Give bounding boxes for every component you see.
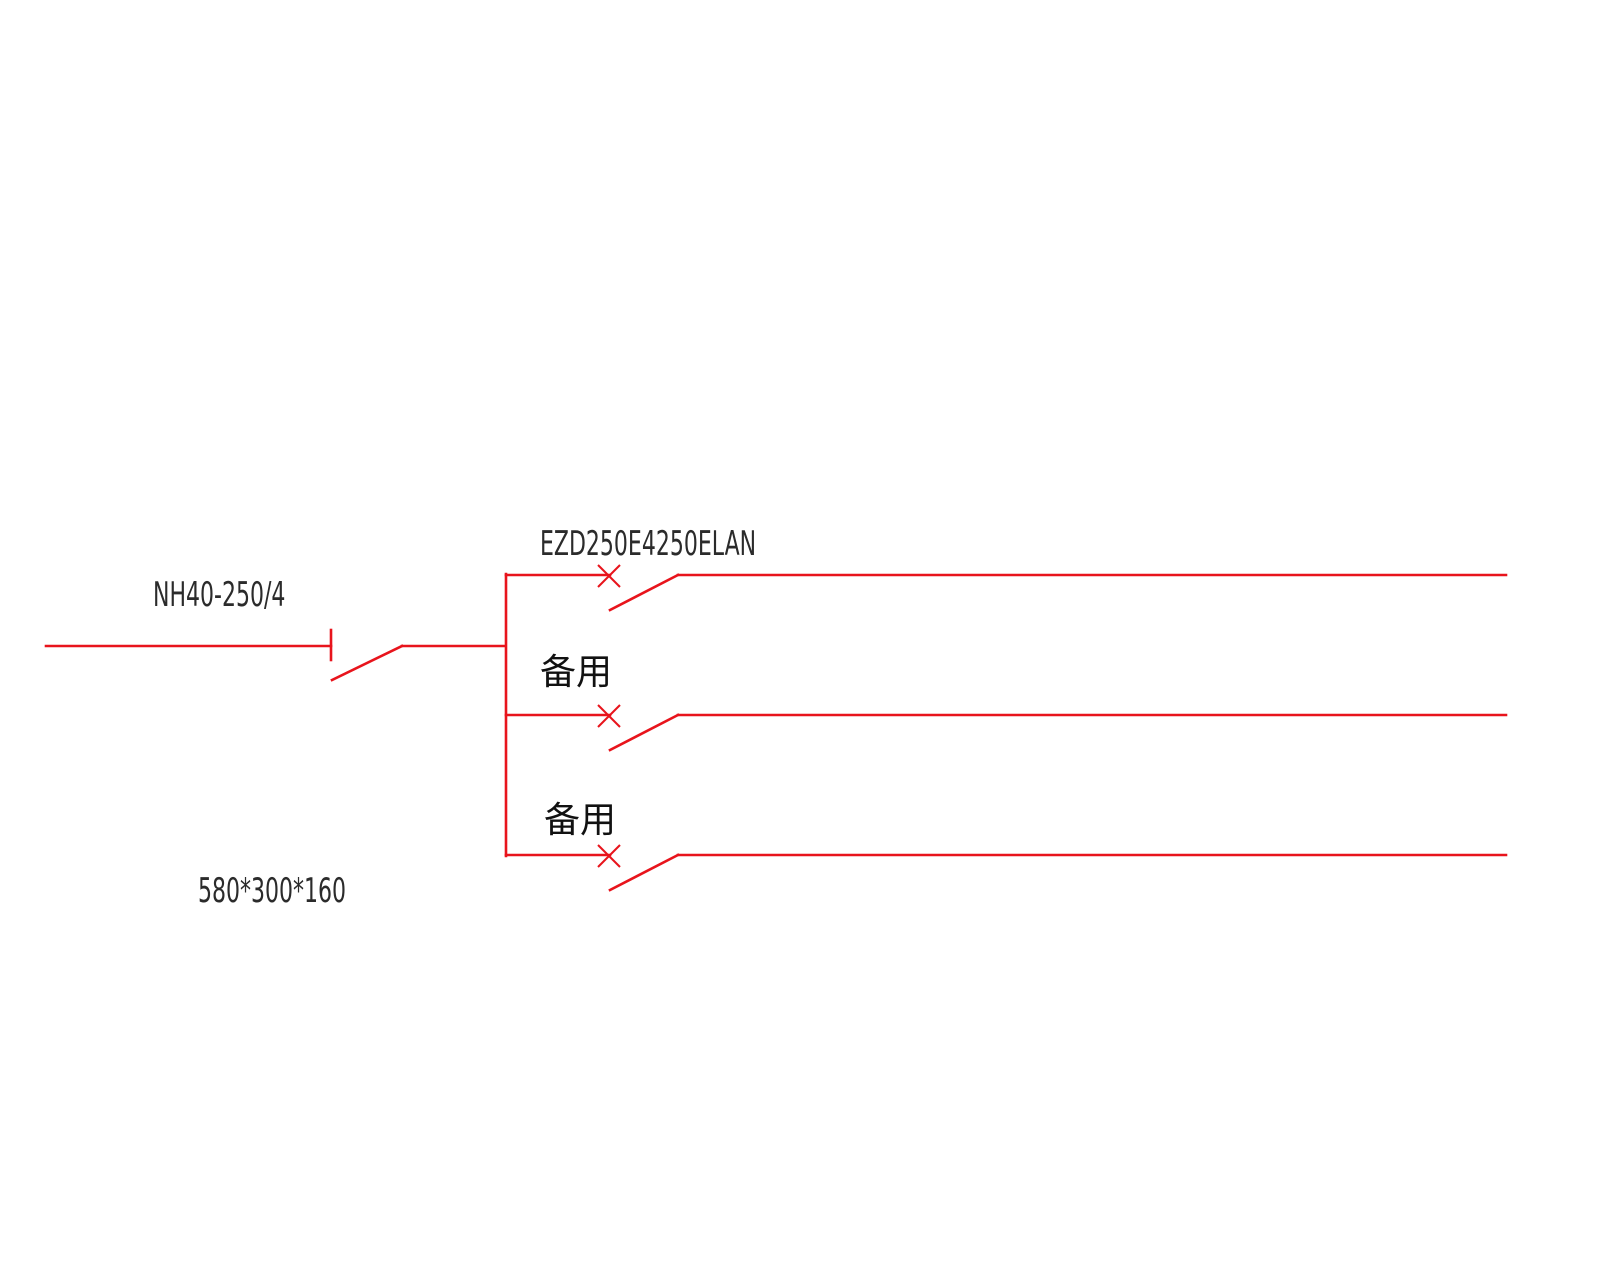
branch-1-breaker-blade <box>608 573 680 612</box>
isolator-blade <box>330 644 404 682</box>
branch-1-breaker-x-mark <box>597 564 621 588</box>
incoming-feeder <box>44 628 507 682</box>
branch-3-breaker-blade <box>608 853 680 892</box>
branch-3-spare-label: 备用 <box>544 800 616 841</box>
branch-2 <box>504 704 1508 752</box>
enclosure-size-label: 580*300*160 <box>198 871 346 910</box>
branch-1-breaker-model-label: EZD250E4250ELAN <box>540 524 756 563</box>
branch-2-spare-label: 备用 <box>540 652 612 693</box>
branch-2-breaker-x-mark <box>597 704 621 728</box>
branch-1 <box>504 564 1508 612</box>
incoming-switch-model-label: NH40-250/4 <box>153 575 285 614</box>
branch-3-breaker-x-mark <box>597 844 621 868</box>
branch-3 <box>504 844 1508 892</box>
branch-2-breaker-blade <box>608 713 680 752</box>
